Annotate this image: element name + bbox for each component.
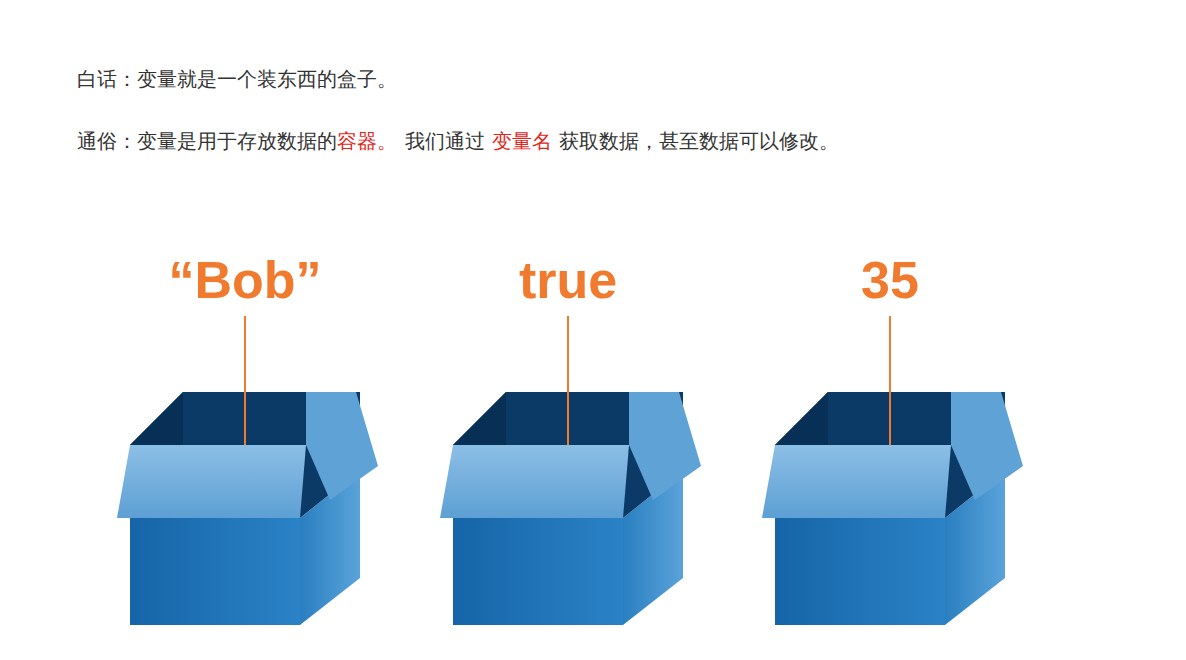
body-text: 白话：变量就是一个装东西的盒子。	[77, 68, 397, 90]
box-node: 35	[790, 250, 990, 310]
box-figure	[440, 316, 701, 625]
box-figure	[117, 316, 378, 625]
text-line: 通俗：变量是用于存放数据的容器。我们通过变量名获取数据，甚至数据可以修改。	[77, 128, 839, 155]
body-text: 通俗：变量是用于存放数据的	[77, 130, 337, 152]
text-line: 白话：变量就是一个装东西的盒子。	[77, 66, 397, 93]
highlight-text: 变量名	[492, 130, 552, 152]
body-text: 我们通过	[405, 130, 485, 152]
box-node: true	[468, 250, 668, 310]
body-text: 获取数据，甚至数据可以修改。	[559, 130, 839, 152]
value-label: “Bob”	[145, 250, 345, 310]
highlight-text: 容器。	[337, 130, 397, 152]
value-label: true	[468, 250, 668, 310]
value-label: 35	[790, 250, 990, 310]
box-node: “Bob”	[145, 250, 345, 310]
box-figure	[762, 316, 1023, 625]
